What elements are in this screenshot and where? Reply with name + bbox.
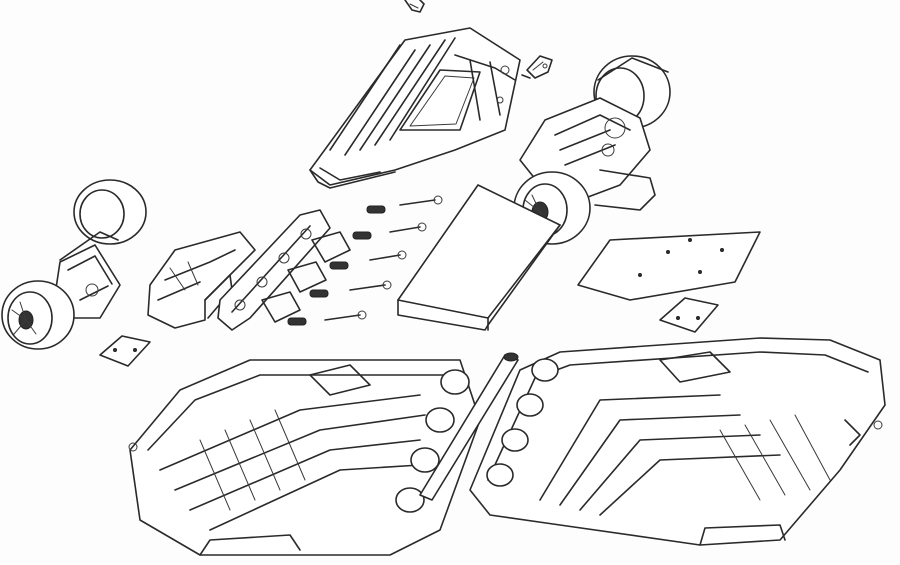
deck-left-half — [128, 359, 481, 556]
gasket-left — [99, 335, 151, 367]
top-fastener — [404, 0, 425, 13]
battery-pack — [397, 184, 561, 331]
motor-clip — [521, 55, 553, 79]
battery-cover — [309, 27, 521, 189]
springs-and-pins — [287, 195, 443, 326]
spring-rail — [217, 209, 351, 331]
front-truck-wheel-assembly — [1, 179, 147, 350]
deck-right-half — [469, 337, 886, 546]
mounting-plate-small — [659, 297, 719, 333]
mounting-plate-large — [577, 231, 761, 301]
hinge-rod — [419, 352, 519, 501]
